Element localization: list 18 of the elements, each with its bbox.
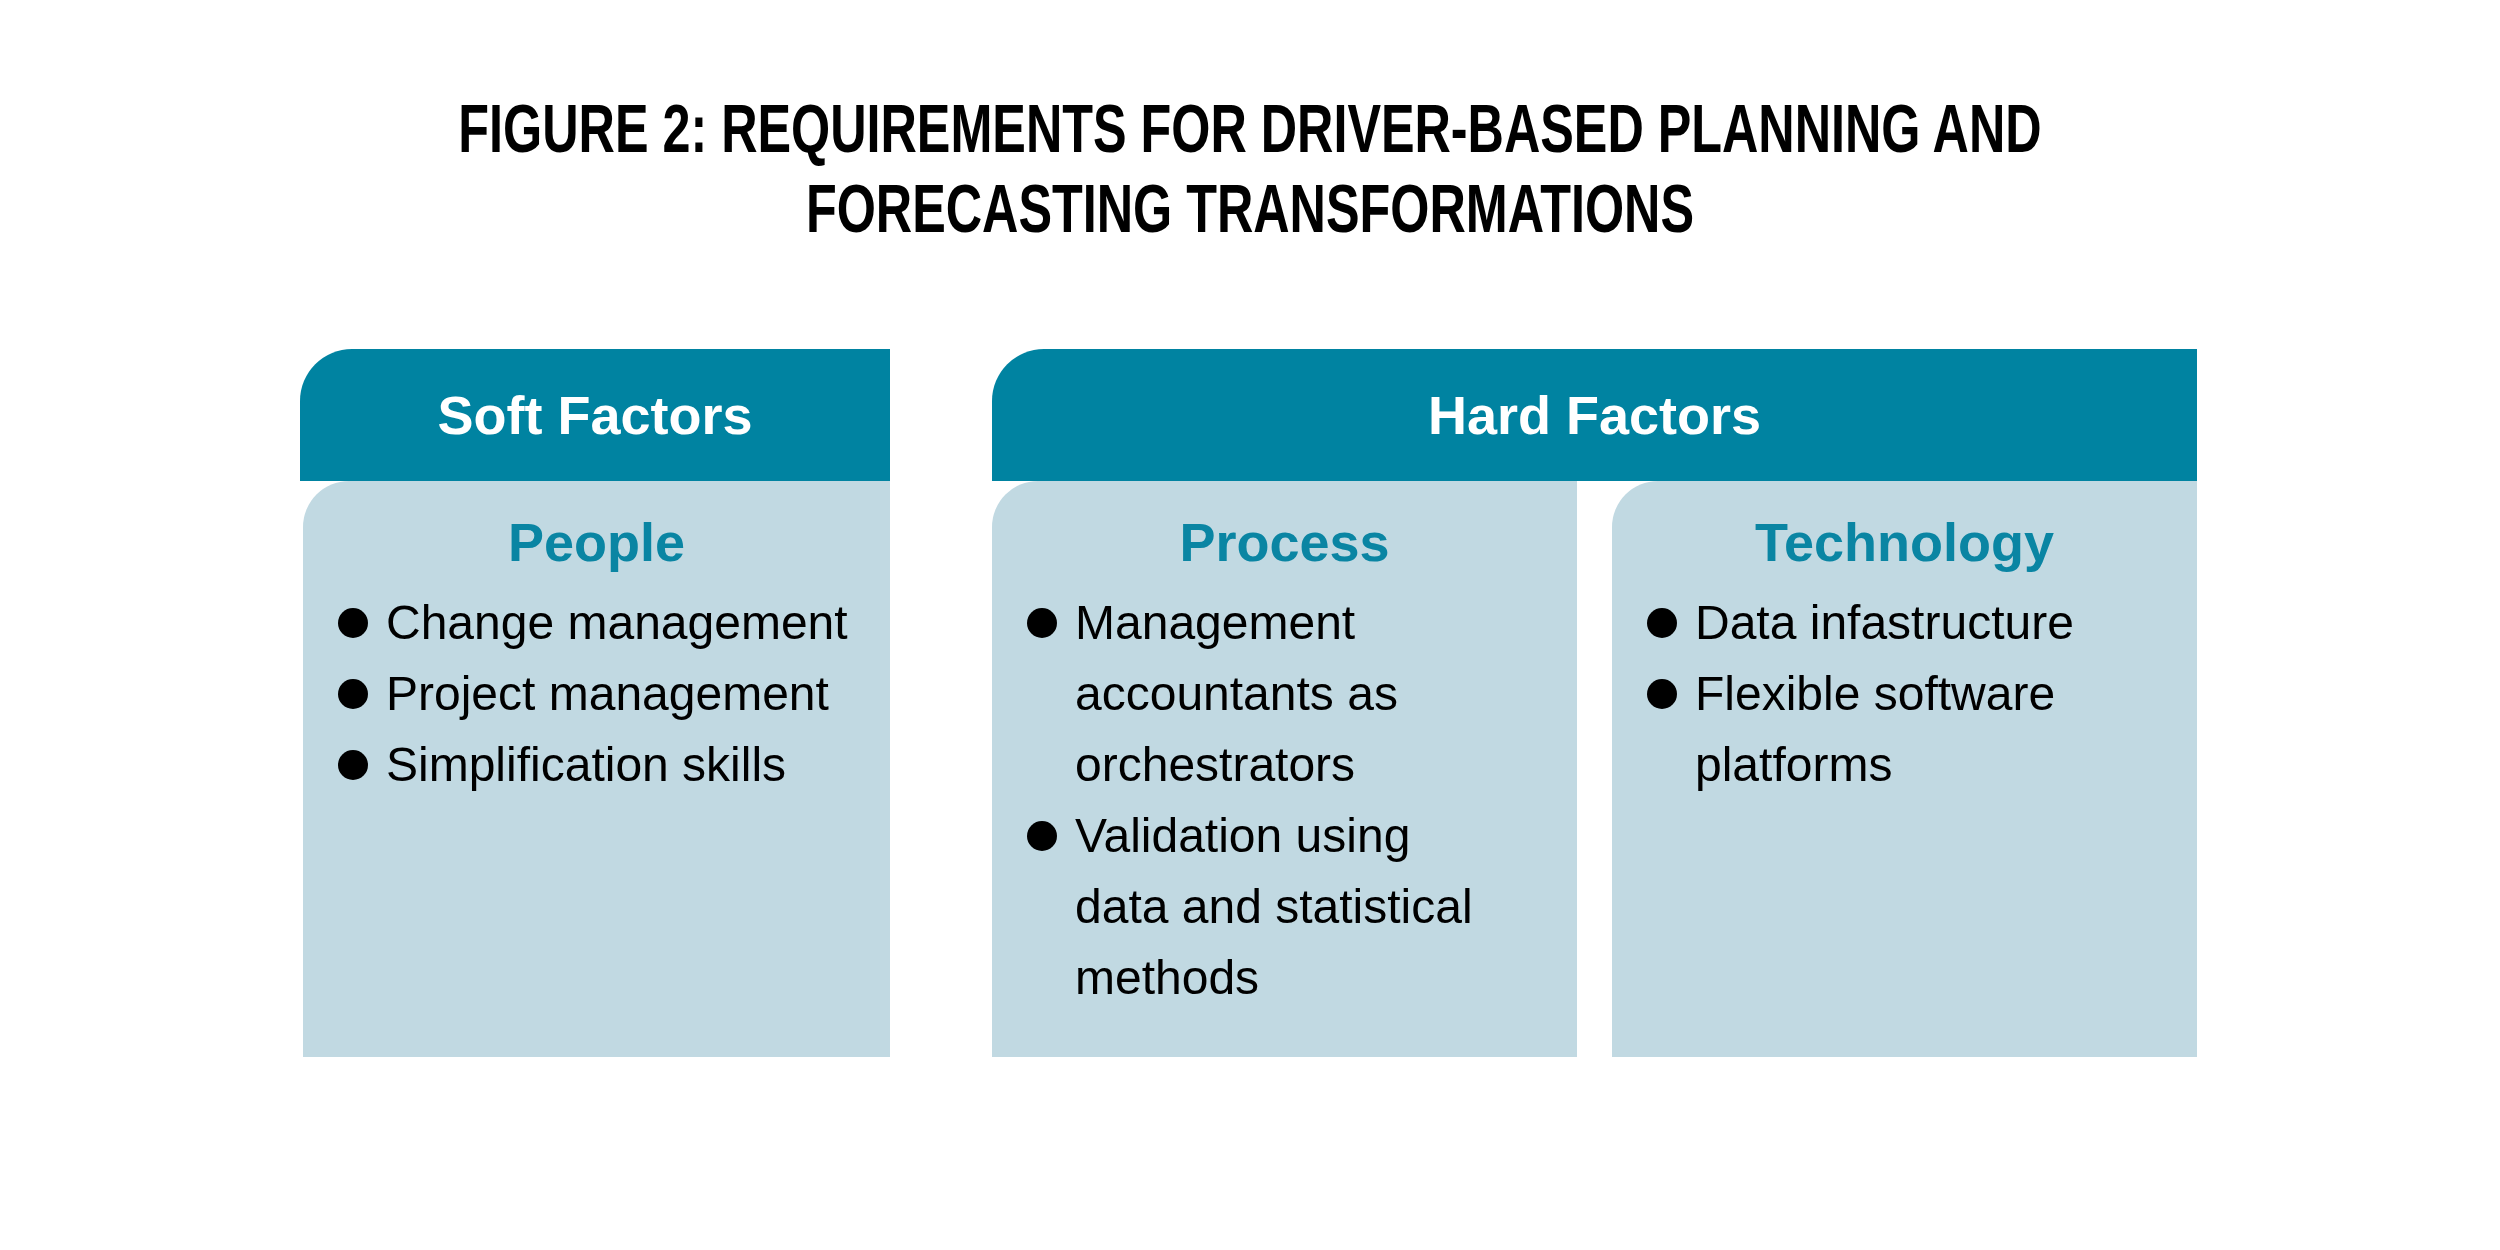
- bullet-text: Management accountants as orchestrators: [1075, 595, 1399, 793]
- panel-heading: People: [507, 511, 686, 574]
- category-panel: [1612, 481, 2197, 1057]
- bullet-text: Validation using data and statistical methods: [1075, 808, 1474, 1006]
- bullet-text: Change management: [386, 595, 848, 651]
- bullet-text: Data infastructure: [1695, 595, 2074, 651]
- category-header-band: [992, 349, 2197, 481]
- figure-title: FIGURE 2: REQUIREMENTS FOR DRIVER-BASED PLANNING AND FORECASTING TRANSFORMATIONS: [457, 89, 2043, 248]
- bullet-text: Project management: [386, 666, 829, 722]
- panel-heading: Technology: [1755, 511, 2054, 574]
- panel-heading: Process: [1179, 511, 1390, 574]
- bullet-text: Flexible software platforms: [1695, 666, 2057, 793]
- category-panel: [303, 481, 890, 1057]
- category-title: Hard Factors: [1427, 384, 1762, 447]
- category-panel: [992, 481, 1577, 1057]
- category-header-band: [300, 349, 890, 481]
- category-title: Soft Factors: [437, 384, 753, 447]
- bullet-text: Simplification skills: [386, 737, 787, 793]
